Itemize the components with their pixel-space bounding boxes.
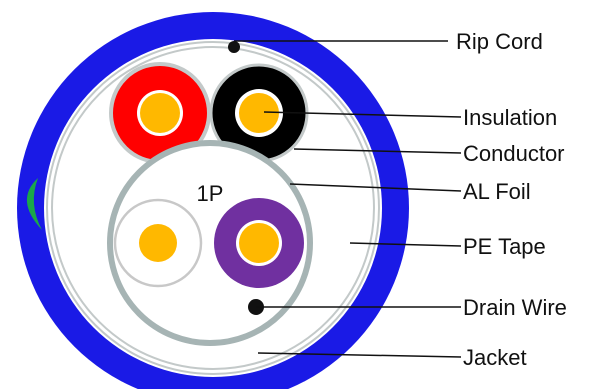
- label-rip-cord: Rip Cord: [456, 29, 543, 54]
- leader-line-insulation: [263, 111, 462, 118]
- rip-cord: [228, 41, 240, 53]
- leader-line-conductor: [293, 148, 462, 154]
- label-pe-tape: PE Tape: [463, 234, 546, 259]
- label-conductor: Conductor: [463, 141, 565, 166]
- purple-conductor: [239, 223, 279, 263]
- al-foil: [107, 140, 313, 346]
- pair-label: 1P: [197, 181, 224, 206]
- jacket-stripe-marker: [26, 178, 42, 230]
- black-conductor: [239, 93, 279, 133]
- red-conductor: [140, 93, 180, 133]
- leader-line-pe-tape: [349, 242, 462, 247]
- pe-tape: [46, 41, 380, 375]
- leader-line-al-foil: [289, 183, 462, 192]
- label-drain-wire: Drain Wire: [463, 295, 567, 320]
- label-jacket: Jacket: [463, 345, 527, 370]
- label-al-foil: AL Foil: [463, 179, 531, 204]
- pe-tape-inner: [51, 46, 375, 370]
- leader-line-jacket: [257, 352, 462, 358]
- label-insulation: Insulation: [463, 105, 557, 130]
- white-conductor: [139, 224, 177, 262]
